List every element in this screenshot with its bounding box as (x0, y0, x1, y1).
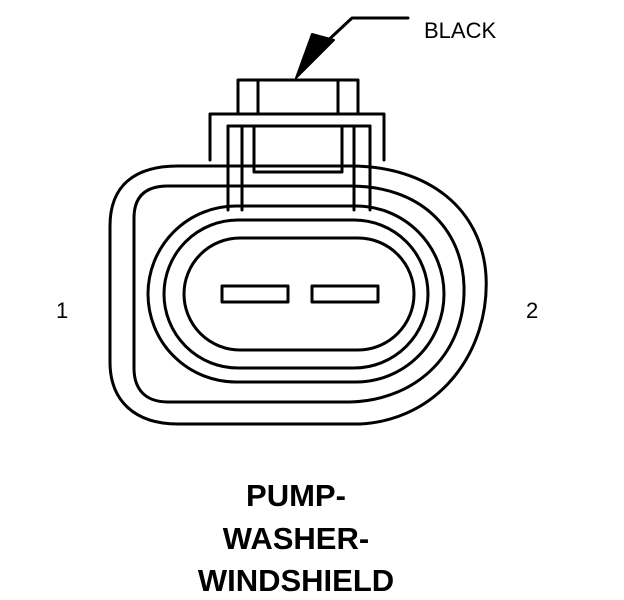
connector-housing-inner (132, 184, 466, 404)
socket-ring-inner (182, 236, 416, 352)
latch-body (208, 112, 386, 162)
wire-color-callout: BLACK (295, 16, 496, 79)
connector-title-line-1: PUMP- (246, 478, 346, 513)
terminal-cavity-2 (310, 284, 380, 304)
terminal-cavity-1 (220, 284, 290, 304)
latch-top (236, 78, 360, 116)
connector-title-line-2: WASHER- (223, 521, 369, 556)
wire-color-label: BLACK (424, 18, 496, 43)
pin-label-2: 2 (526, 298, 538, 323)
callout-leader-line (320, 16, 410, 48)
connector-housing-outer (108, 164, 488, 426)
socket-ring-middle (162, 218, 430, 370)
socket-ring-outer (146, 204, 446, 384)
connector-title-line-3: WINDSHIELD (198, 563, 394, 598)
callout-arrowhead (295, 33, 335, 79)
latch-tab (208, 78, 386, 212)
pin-label-1: 1 (56, 298, 68, 323)
